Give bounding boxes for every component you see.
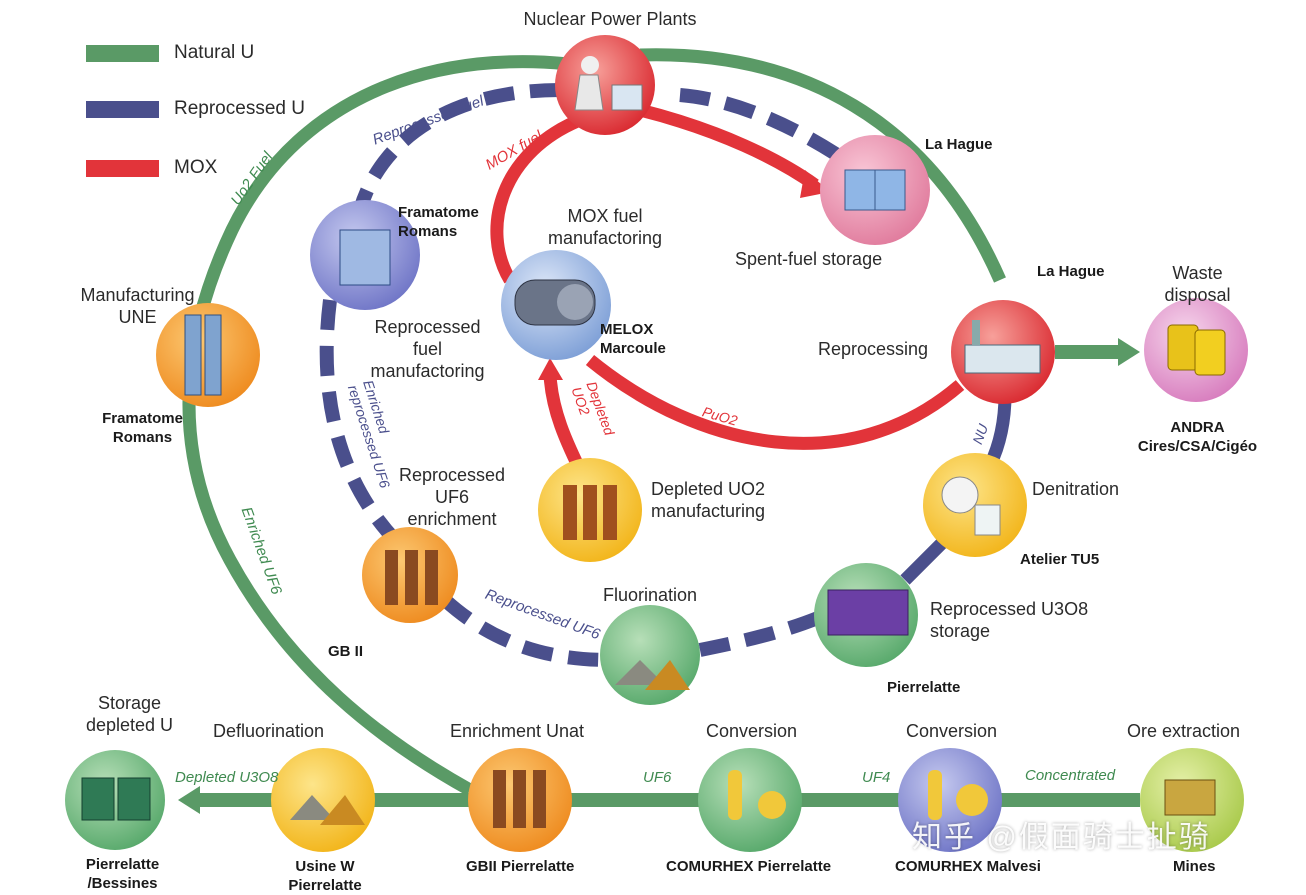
reprocessed-u-top-path: [679, 88, 849, 166]
conversion-pierrelatte-site: COMURHEX Pierrelatte: [666, 858, 832, 875]
factory-icon: [964, 320, 1041, 374]
storage-depleted-u-site: Pierrelatte /Bessines: [85, 856, 160, 892]
reprocessed-fuel-manufacturing-title: Reprocessed fuel manufactoring: [370, 317, 485, 381]
denitration-to-storage-path: [900, 535, 950, 585]
fuel-assembly-icon: [339, 229, 391, 286]
melox-site: MELOX Marcoule: [600, 321, 666, 357]
centrifuge-cylinder-icon: [514, 279, 596, 326]
storage-pool-icon: [844, 169, 906, 211]
mine-truck-icon: [1164, 779, 1216, 816]
conversion-malvesi-title: Conversion: [906, 721, 998, 741]
containers-icon: [81, 777, 151, 821]
legend-reprocessed-u-label: Reprocessed U: [174, 98, 305, 119]
fuel-rods-icon: [184, 314, 222, 396]
drums-icon: [827, 589, 909, 636]
mox-fuel-path: [490, 111, 588, 284]
mox-fuel-manufacturing-title: MOX fuel manufactoring: [547, 206, 663, 248]
depleted-uo2-arrowhead: [538, 358, 563, 380]
ore-extraction-title: Ore extraction: [1127, 721, 1241, 741]
atelier-tu5-site: Atelier TU5: [1020, 551, 1100, 568]
uf4-flow-label: UF4: [862, 769, 891, 786]
reprocessed-fuel-path: [353, 83, 561, 213]
manufacturing-une-site: Framatome Romans: [102, 410, 183, 446]
conversion-vessel-icon: [728, 770, 786, 820]
conversion-pierrelatte-node: [698, 748, 802, 852]
spent-fuel-path: [638, 103, 819, 191]
reprocessing-title: Reprocessing: [818, 339, 929, 359]
flask-icon: [941, 476, 1001, 536]
enrichment-unat-site: GBII Pierrelatte: [466, 858, 575, 875]
u3o8-to-fluorination-path: [698, 608, 828, 657]
gbii-cylinders-icon: [493, 770, 546, 828]
fluorination-title: Fluorination: [603, 585, 698, 605]
reprocessing-site: La Hague: [1037, 263, 1105, 280]
baseline-arrowhead: [178, 786, 200, 814]
mines-site: Mines: [1173, 858, 1216, 875]
enrichment-unat-title: Enrichment Unat: [450, 721, 585, 741]
depleted-uo2-manufacturing-title: Depleted UO2 manufacturing: [651, 479, 766, 521]
waste-disposal-title: Waste disposal: [1164, 263, 1231, 305]
reprocessed-uf6-path: [440, 594, 611, 667]
waste-disposal-site: ANDRA Cires/CSA/Cigéo: [1137, 419, 1258, 455]
denitration-title: Denitration: [1032, 479, 1120, 499]
storage-depleted-u-node: [65, 750, 165, 850]
uo2-cylinders-icon: [563, 485, 617, 540]
defluorination-title: Defluorination: [213, 721, 325, 741]
manufacturing-une-title: Manufacturing UNE: [80, 285, 195, 327]
legend-natural-u-swatch: [86, 45, 159, 62]
legend-natural-u-label: Natural U: [174, 42, 255, 63]
concentrated-flow-label: Concentrated: [1025, 767, 1116, 784]
spent-fuel-storage-title: Spent-fuel storage: [735, 249, 883, 269]
pierrelatte-site: Pierrelatte: [887, 679, 961, 696]
powder-heap-icon: [615, 660, 690, 690]
defluorination-site: Usine W Pierrelatte: [288, 858, 362, 894]
depleted-u3o8-flow-label: Depleted U3O8: [175, 769, 279, 786]
reprocessed-uf6-enrichment-title: Reprocessed UF6 enrichment: [398, 465, 506, 529]
waste-barrels-icon: [1167, 324, 1226, 376]
nuclear-power-plants-title: Nuclear Power Plants: [523, 9, 697, 29]
natural-u-loop-right: [639, 48, 1006, 283]
defluorination-node: [271, 748, 375, 852]
framatome-romans-top-site: Framatome Romans: [398, 204, 479, 240]
conversion-malvesi-node: [898, 748, 1002, 852]
la-hague-top-site: La Hague: [925, 136, 993, 153]
watermark: 知乎 @假面骑士扯骑: [912, 821, 1211, 854]
conversion-malvesi-site: COMURHEX Malvesi: [895, 858, 1041, 875]
legend-mox-swatch: [86, 160, 159, 177]
uf6-flow-label: UF6: [643, 769, 672, 786]
storage-depleted-u-title: Storage depleted U: [85, 693, 174, 735]
conversion-pierrelatte-title: Conversion: [706, 721, 798, 741]
puo2-path: [585, 354, 965, 450]
power-plant-icon: [574, 56, 643, 111]
reprocessed-u3o8-storage-title: Reprocessed U3O8 storage: [930, 599, 1089, 641]
defluorination-heap-icon: [290, 795, 365, 825]
conversion-vessel-malvesi-icon: [928, 770, 988, 820]
waste-arrowhead: [1118, 338, 1140, 366]
legend-mox-label: MOX: [174, 157, 218, 178]
gb2-site: GB II: [328, 643, 364, 660]
enrichment-cylinders-icon: [385, 550, 438, 605]
legend-reprocessed-u-swatch: [86, 101, 159, 118]
